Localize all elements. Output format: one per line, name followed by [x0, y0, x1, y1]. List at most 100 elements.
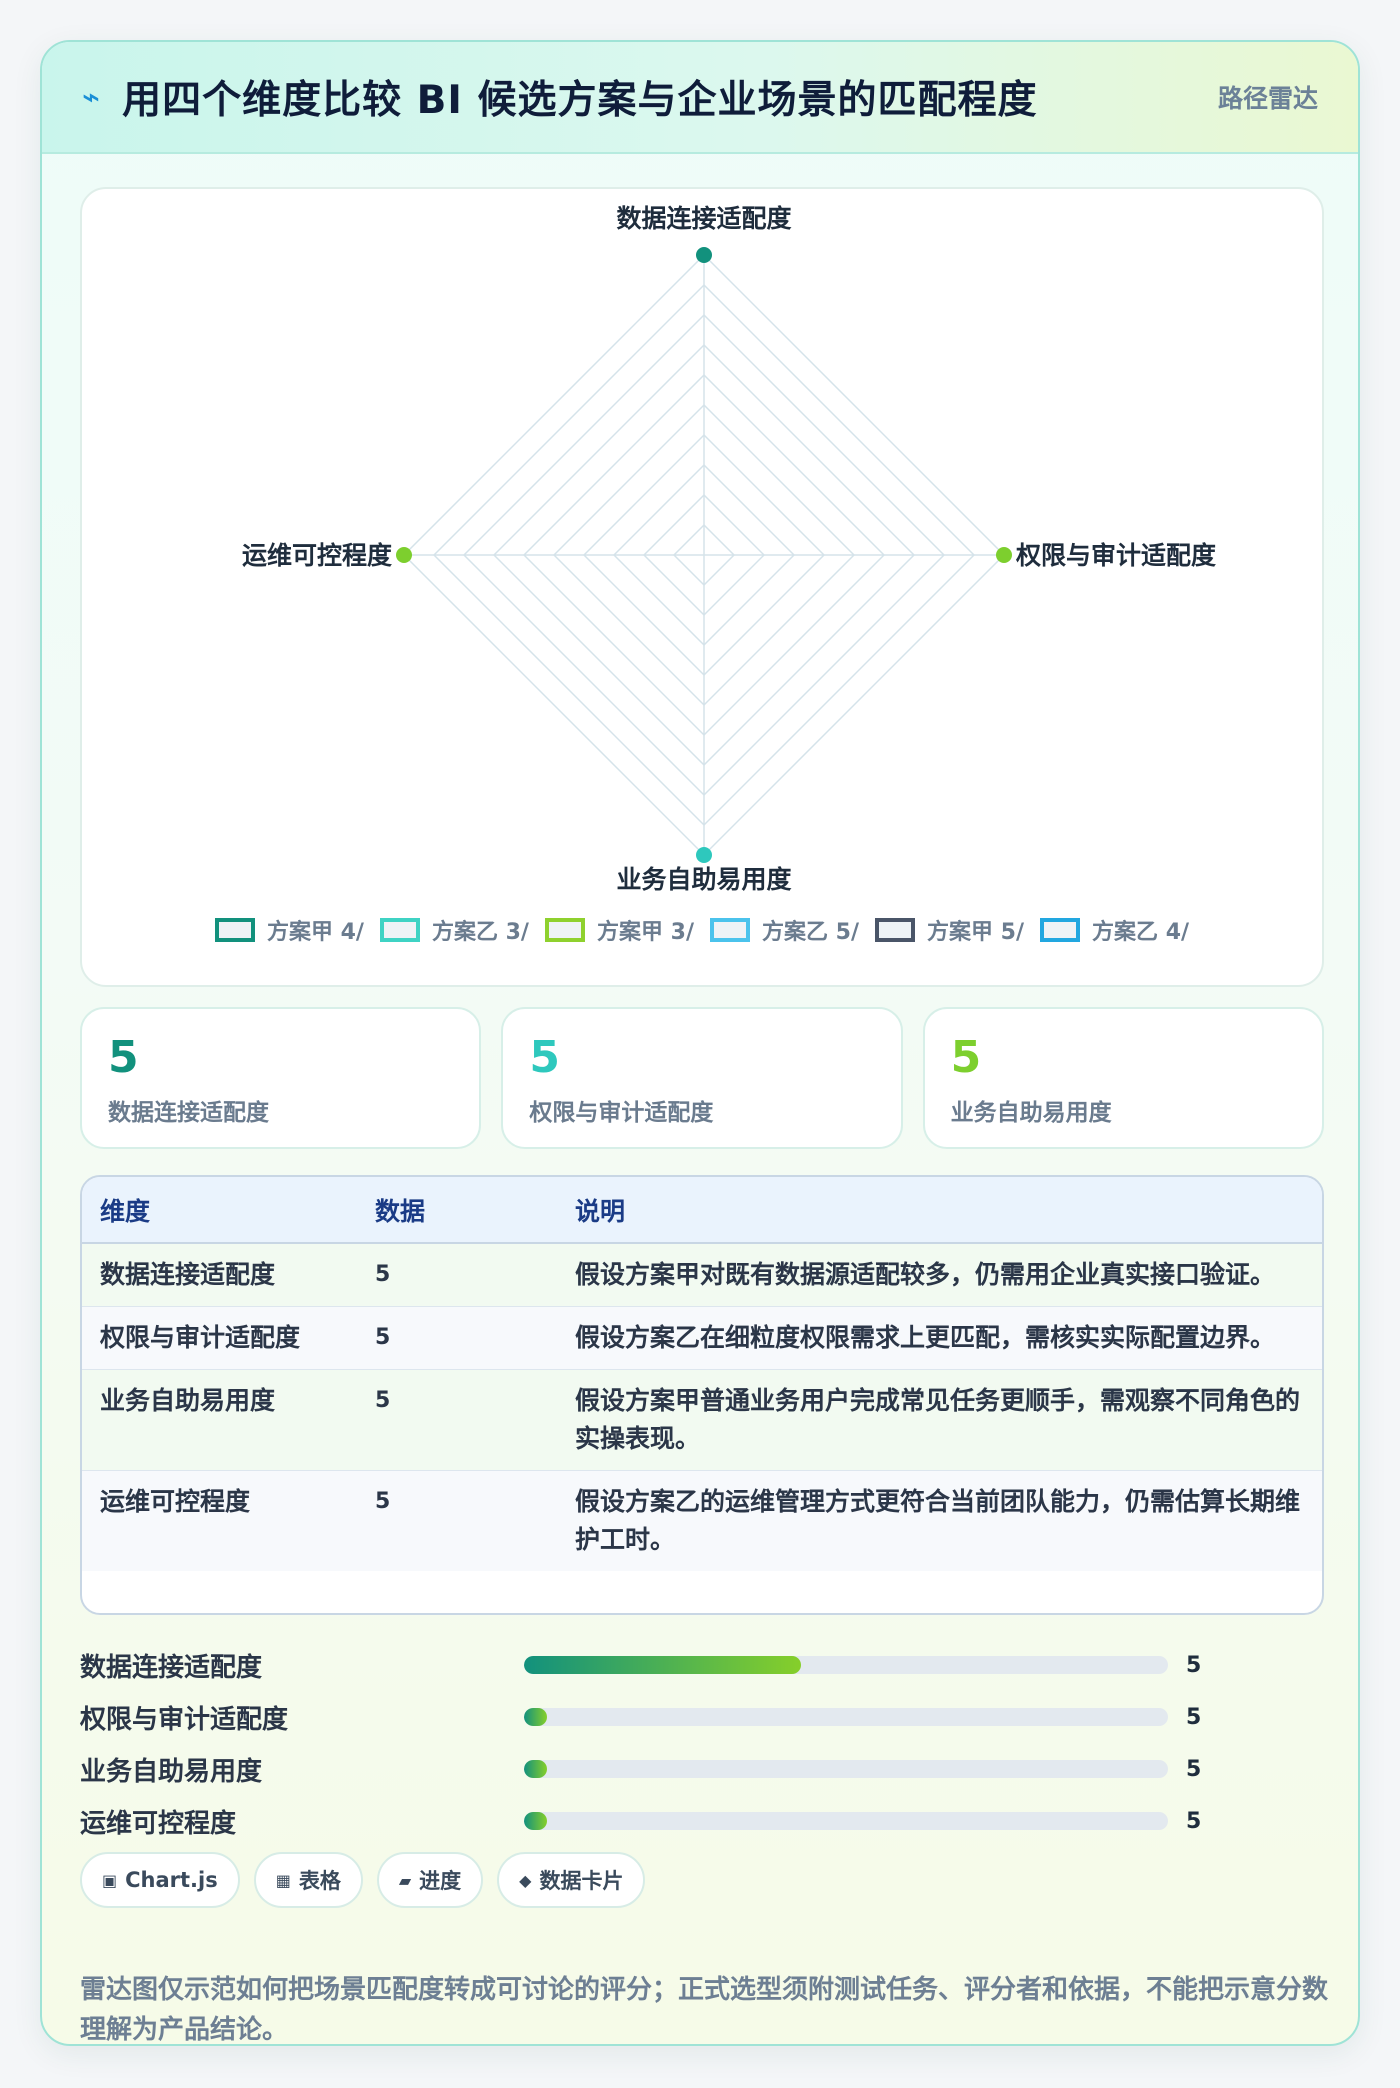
radar-point[interactable] [996, 547, 1012, 563]
chip-row: ▣ Chart.js ▦ 表格 ▰ 进度 ◆ 数据卡片 [80, 1852, 646, 1908]
legend-swatch [379, 918, 420, 942]
legend-label: 方案甲 4/ [266, 920, 364, 945]
stat-value: 5 [108, 1032, 139, 1083]
radar-point[interactable] [696, 847, 712, 863]
card-header: ⌁ 用四个维度比较 BI 候选方案与企业场景的匹配程度 路径雷达 [42, 42, 1358, 154]
stat-cards: 5 数据连接适配度 5 权限与审计适配度 5 业务自助易用度 [80, 1007, 1324, 1149]
chip-label: Chart.js [125, 1868, 218, 1892]
cell-value: 5 [357, 1243, 557, 1307]
cell-description: 假设方案甲对既有数据源适配较多，仍需用企业真实接口验证。 [557, 1243, 1322, 1307]
progress-track [524, 1812, 1168, 1830]
legend-item[interactable]: 方案甲 3/ [544, 914, 694, 946]
progress-label: 权限与审计适配度 [80, 1704, 289, 1735]
stat-label: 数据连接适配度 [108, 1100, 269, 1126]
progress-row: 权限与审计适配度 5 [80, 1691, 1324, 1743]
radar-axis-label: 权限与审计适配度 [1015, 541, 1216, 570]
legend-swatch [875, 918, 916, 942]
legend-item[interactable]: 方案甲 5/ [875, 914, 1024, 946]
radar-chart-panel: 数据连接适配度权限与审计适配度业务自助易用度 运维可控程度 方案甲 4/方案乙 3… [80, 187, 1324, 987]
stat-label: 权限与审计适配度 [529, 1100, 714, 1126]
chip-label: 数据卡片 [539, 1869, 624, 1893]
progress-row: 业务自助易用度 5 [80, 1743, 1324, 1795]
chip[interactable]: ▦ 表格 [253, 1852, 363, 1908]
legend-label: 方案乙 4/ [1092, 920, 1190, 945]
chip[interactable]: ◆ 数据卡片 [497, 1852, 646, 1908]
card-icon: ◆ [519, 1870, 532, 1890]
bolt-icon: ⌁ [82, 79, 101, 115]
table-icon: ▦ [275, 1870, 291, 1890]
cell-description: 假设方案乙的运维管理方式更符合当前团队能力，仍需估算长期维护工时。 [557, 1470, 1322, 1571]
column-header-value: 数据 [357, 1177, 557, 1244]
progress-list: 数据连接适配度 5 权限与审计适配度 5 业务自助易用度 5 运维可控程度 5 [80, 1639, 1324, 1847]
stat-value: 5 [950, 1032, 982, 1083]
progress-fill [524, 1708, 547, 1726]
legend-label: 方案甲 3/ [596, 920, 694, 945]
chip[interactable]: ▰ 进度 [376, 1852, 484, 1908]
column-header-description: 说明 [557, 1177, 1322, 1244]
cell-description: 假设方案乙在细粒度权限需求上更匹配，需核实实际配置边界。 [557, 1306, 1322, 1370]
main-card: ⌁ 用四个维度比较 BI 候选方案与企业场景的匹配程度 路径雷达 数据连接适配度… [40, 40, 1360, 2046]
progress-track [524, 1656, 1168, 1674]
progress-row: 运维可控程度 5 [80, 1795, 1324, 1847]
progress-fill [524, 1760, 547, 1778]
progress-row: 数据连接适配度 5 [80, 1639, 1324, 1691]
legend-item[interactable]: 方案乙 5/ [710, 914, 859, 946]
legend-swatch [710, 918, 750, 942]
cell-description: 假设方案甲普通业务用户完成常见任务更顺手，需观察不同角色的实操表现。 [557, 1369, 1322, 1471]
radar-axis-label: 运维可控程度 [242, 541, 392, 570]
progress-icon: ▰ [398, 1870, 412, 1890]
cell-value: 5 [357, 1369, 557, 1471]
chart-icon: ▣ [102, 1870, 118, 1890]
legend-label: 方案甲 5/ [927, 920, 1025, 945]
footnote: 雷达图仅示范如何把场景匹配度转成可讨论的评分；正式选型须附测试任务、评分者和依据… [80, 1975, 1329, 2045]
chip-label: 进度 [419, 1869, 462, 1893]
legend-swatch [544, 918, 585, 942]
page-title: 用四个维度比较 BI 候选方案与企业场景的匹配程度 [122, 78, 1038, 123]
progress-track [524, 1708, 1168, 1726]
column-header-dimension: 维度 [82, 1177, 357, 1244]
stat-card: 5 权限与审计适配度 [501, 1007, 903, 1149]
radar-axis-label: 业务自助易用度 [616, 865, 791, 894]
stat-label: 业务自助易用度 [950, 1100, 1112, 1126]
chip-label: 表格 [298, 1869, 341, 1893]
chart-legend: 方案甲 4/方案乙 3/方案甲 3/方案乙 5/方案甲 5/方案乙 4/ [82, 914, 1322, 946]
progress-track [524, 1760, 1168, 1778]
cell-dimension: 权限与审计适配度 [82, 1306, 357, 1370]
radar-axis-label: 数据连接适配度 [616, 204, 791, 233]
cell-dimension: 业务自助易用度 [82, 1369, 357, 1471]
chip[interactable]: ▣ Chart.js [80, 1852, 240, 1908]
legend-item[interactable]: 方案乙 3/ [379, 914, 529, 946]
legend-swatch [1040, 918, 1081, 942]
stat-card: 5 数据连接适配度 [80, 1007, 482, 1149]
progress-label: 业务自助易用度 [80, 1756, 263, 1787]
radar-point[interactable] [696, 247, 712, 263]
progress-value: 5 [1186, 1756, 1202, 1782]
legend-label: 方案乙 3/ [431, 920, 529, 945]
progress-label: 运维可控程度 [80, 1808, 237, 1839]
stat-card: 5 业务自助易用度 [922, 1007, 1324, 1149]
progress-label: 数据连接适配度 [80, 1652, 263, 1683]
stat-value: 5 [529, 1032, 560, 1083]
progress-value: 5 [1186, 1808, 1202, 1834]
progress-fill [524, 1812, 547, 1830]
progress-value: 5 [1186, 1704, 1202, 1730]
header-tag: 路径雷达 [1217, 84, 1318, 113]
legend-item[interactable]: 方案乙 4/ [1040, 914, 1189, 946]
cell-value: 5 [357, 1306, 557, 1370]
cell-dimension: 数据连接适配度 [82, 1243, 357, 1307]
progress-fill [524, 1656, 801, 1674]
legend-item[interactable]: 方案甲 4/ [214, 914, 364, 946]
cell-value: 5 [357, 1470, 557, 1571]
table-header-row: 维度 数据 说明 [82, 1177, 1322, 1244]
radar-point[interactable] [396, 547, 412, 563]
legend-label: 方案乙 5/ [762, 920, 860, 945]
cell-dimension: 运维可控程度 [82, 1470, 357, 1571]
progress-value: 5 [1186, 1652, 1202, 1678]
legend-swatch [214, 918, 255, 942]
